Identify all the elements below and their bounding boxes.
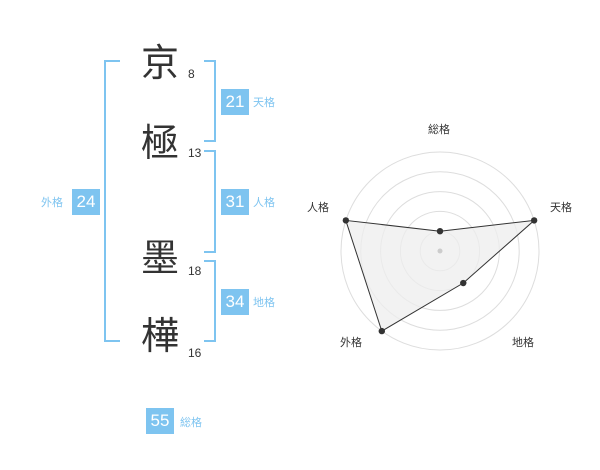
gaikaku-bracket: [104, 60, 120, 342]
radar-point-0: [436, 228, 444, 235]
name-char-4: 樺: [141, 314, 180, 358]
jinkaku-label: 人格: [253, 196, 275, 209]
stroke-count-3: 18: [188, 264, 202, 278]
jinkaku-bracket: [204, 150, 216, 253]
radar-label-soukaku: 総格: [428, 123, 450, 136]
soukaku-value: 55: [146, 408, 174, 434]
radar-point-1: [530, 217, 538, 224]
tenkaku-label: 天格: [253, 96, 275, 109]
chikaku-label: 地格: [253, 296, 275, 309]
radar-label-gaikaku: 外格: [340, 336, 362, 349]
stroke-count-1: 8: [188, 67, 195, 81]
radar-label-jinkaku: 人格: [307, 201, 329, 214]
radar-ring-5: [340, 151, 540, 351]
stroke-count-4: 16: [188, 346, 202, 360]
stroke-count-2: 13: [188, 146, 202, 160]
radar-point-4: [342, 217, 350, 224]
chikaku-bracket: [204, 260, 216, 342]
radar-point-2: [460, 279, 467, 287]
jinkaku-value: 31: [221, 189, 249, 215]
tenkaku-value: 21: [221, 89, 249, 115]
name-char-3: 墨: [141, 236, 180, 280]
radar-polygon: [345, 219, 536, 332]
gaikaku-value: 24: [72, 189, 100, 215]
soukaku-label: 総格: [180, 416, 202, 429]
chikaku-value: 34: [221, 289, 249, 315]
radar-center: [437, 248, 443, 254]
gaikaku-label: 外格: [41, 196, 63, 209]
radar-point-3: [378, 327, 386, 335]
name-char-2: 極: [141, 121, 180, 165]
radar-label-tenkaku: 天格: [550, 201, 572, 214]
name-char-1: 京: [141, 41, 180, 85]
radar-label-chikaku: 地格: [512, 336, 534, 349]
tenkaku-bracket: [204, 60, 216, 142]
